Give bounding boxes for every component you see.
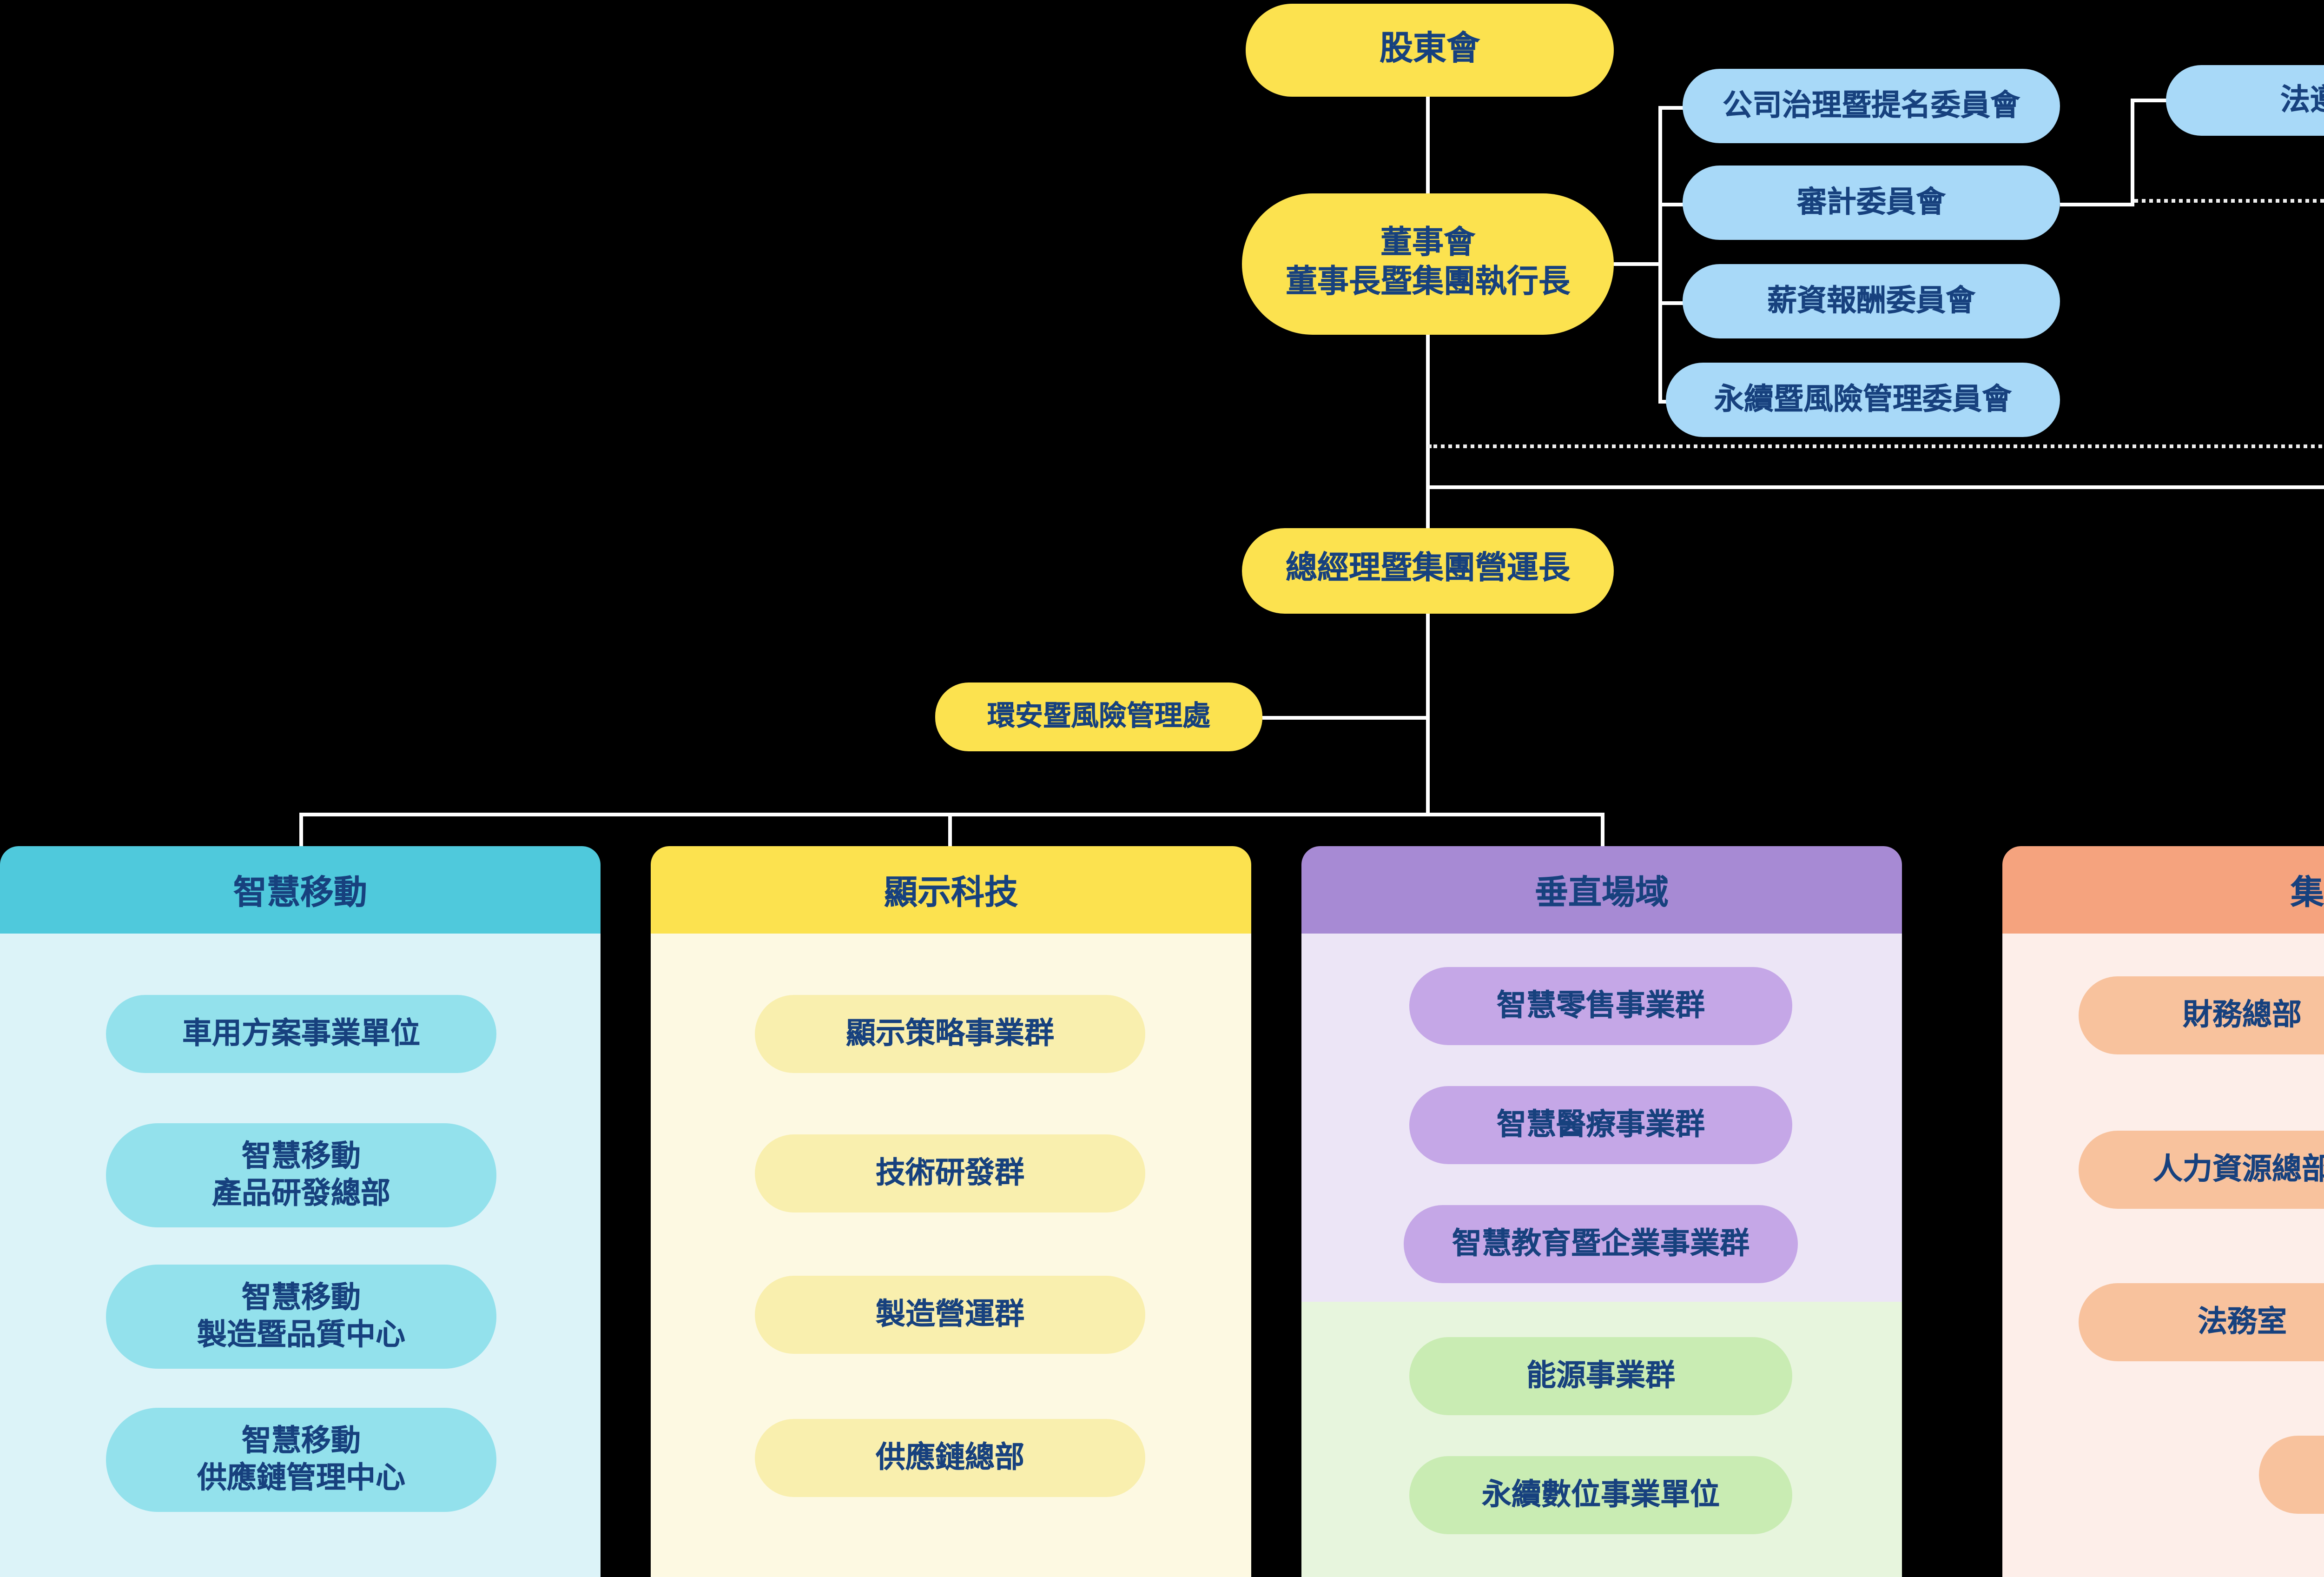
unit-hr-hq: 人力資源總部: [2079, 1131, 2324, 1209]
unit-energy: 能源事業群: [1409, 1337, 1792, 1415]
dotted-line-audit-right: [2134, 199, 2324, 203]
connector-board-president: [1426, 335, 1430, 530]
connector-audit-compliance-h1: [2060, 203, 2133, 206]
connector-stub-committee-2: [1658, 203, 1684, 206]
connector-board-bracket: [1614, 262, 1660, 266]
connector-audit-compliance-h2: [2131, 99, 2168, 102]
column-vertical-domains: 垂直場域 智慧零售事業群 智慧醫療事業群 智慧教育暨企業事業群 能源事業群 永續…: [1301, 846, 1902, 1577]
column-smart-mobility: 智慧移動 車用方案事業單位 智慧移動 產品研發總部 智慧移動 製造暨品質中心 智…: [0, 846, 601, 1577]
board-node: 董事會 董事長暨集團執行長: [1242, 193, 1614, 335]
column-header-vertical-domains: 垂直場域: [1301, 846, 1902, 934]
connector-shareholders-board: [1426, 97, 1430, 195]
unit-display-strategy: 顯示策略事業群: [755, 995, 1145, 1073]
column-header-smart-mobility: 智慧移動: [0, 846, 601, 934]
connector-groups-horizontal: [299, 813, 1604, 816]
unit-smart-retail: 智慧零售事業群: [1409, 967, 1792, 1045]
unit-supply-chain-hq: 供應鏈總部: [755, 1419, 1145, 1497]
dotted-line-board-level: [1428, 444, 2324, 448]
unit-smart-healthcare: 智慧醫療事業群: [1409, 1086, 1792, 1164]
unit-manufacturing-ops: 製造營運群: [755, 1276, 1145, 1354]
unit-internal-audit: 稽核管理處: [2259, 1436, 2324, 1514]
unit-mobility-mfg-quality: 智慧移動 製造暨品質中心: [106, 1265, 496, 1369]
connector-stub-committee-1: [1658, 106, 1684, 110]
shareholders-node: 股東會: [1246, 4, 1614, 97]
committee-audit: 審計委員會: [1683, 166, 2060, 240]
unit-sustainable-digital: 永續數位事業單位: [1409, 1456, 1792, 1534]
president-node: 總經理暨集團營運長: [1242, 528, 1614, 614]
unit-mobility-supply-chain: 智慧移動 供應鏈管理中心: [106, 1408, 496, 1512]
connector-president-down: [1426, 614, 1430, 815]
column-header-group-support: 集團營運支援單位: [2002, 846, 2324, 934]
ehs-risk-office-node: 環安暨風險管理處: [935, 682, 1262, 751]
column-header-display-tech: 顯示科技: [651, 846, 1251, 934]
connector-stub-committee-3: [1658, 301, 1684, 305]
connector-support-branch-h: [1426, 485, 2324, 489]
compliance-counsel-node: 法遵總顧問: [2166, 65, 2324, 136]
connector-bracket-vertical: [1658, 106, 1662, 404]
connector-ehs: [1262, 716, 1428, 720]
unit-automotive-solutions: 車用方案事業單位: [106, 995, 496, 1073]
connector-audit-compliance-v: [2131, 99, 2134, 206]
connector-drop-col3: [1601, 813, 1604, 848]
unit-smart-education-enterprise: 智慧教育暨企業事業群: [1404, 1205, 1798, 1283]
unit-finance-hq: 財務總部: [2079, 976, 2324, 1054]
committee-compensation: 薪資報酬委員會: [1683, 264, 2060, 338]
column-display-tech: 顯示科技 顯示策略事業群 技術研發群 製造營運群 供應鏈總部: [651, 846, 1251, 1577]
unit-tech-rd: 技術研發群: [755, 1134, 1145, 1213]
committee-governance-nomination: 公司治理暨提名委員會: [1683, 69, 2060, 143]
connector-drop-col2: [948, 813, 952, 848]
unit-legal-office: 法務室: [2079, 1283, 2324, 1361]
committee-sustainability-risk: 永續暨風險管理委員會: [1666, 363, 2060, 437]
unit-mobility-product-rd: 智慧移動 產品研發總部: [106, 1123, 496, 1227]
connector-drop-col1: [299, 813, 303, 848]
column-group-support: 集團營運支援單位 財務總部 數位技術發展總部 人力資源總部 永續發展總部 法務室…: [2002, 846, 2324, 1577]
